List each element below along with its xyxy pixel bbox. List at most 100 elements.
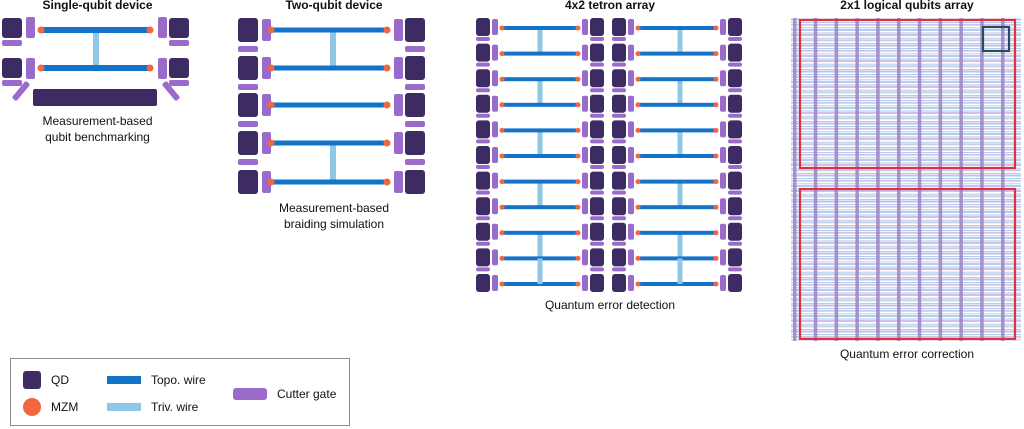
quantum-dot <box>590 222 604 241</box>
quantum-dot <box>238 56 258 80</box>
cutter-gate <box>728 190 742 195</box>
topo-wire <box>502 128 578 133</box>
mzm <box>635 127 641 133</box>
panel-caption-single-qubit: Measurement-based qubit benchmarking <box>0 113 195 145</box>
cutter-gate <box>492 223 498 240</box>
cutter-gate <box>612 190 626 195</box>
triv-wire <box>677 28 683 54</box>
quantum-dot-readout <box>33 89 157 106</box>
mzm <box>635 230 641 236</box>
quantum-dot <box>405 170 425 194</box>
quantum-dot-column <box>793 18 797 341</box>
mzm <box>499 204 505 210</box>
cutter-gate <box>162 81 180 101</box>
cutter-gate <box>12 81 30 101</box>
quantum-dot <box>612 43 626 62</box>
quantum-dot <box>728 94 742 113</box>
quantum-dot <box>612 18 626 36</box>
cutter-gate <box>728 113 742 118</box>
topo-wire <box>638 128 716 133</box>
mzm <box>575 127 581 133</box>
legend-item-triv: Triv. wire <box>107 400 198 414</box>
cutter-gate <box>720 275 726 291</box>
mzm <box>499 153 505 159</box>
quantum-dot <box>476 94 490 113</box>
quantum-dot <box>728 18 742 36</box>
panel-caption-two-qubit: Measurement-based braiding simulation <box>236 200 432 232</box>
cutter-gate <box>582 19 588 35</box>
panel-caption-tetron-array: Quantum error detection <box>475 297 745 313</box>
mzm <box>713 25 719 31</box>
cutter-gate <box>590 216 604 221</box>
cutter-gate <box>612 88 626 93</box>
quantum-dot <box>405 93 425 117</box>
quantum-dot <box>590 94 604 113</box>
quantum-dot <box>590 120 604 139</box>
mzm <box>635 25 641 31</box>
quantum-dot <box>612 248 626 267</box>
cutter-gate <box>476 190 490 195</box>
cutter-gate <box>590 190 604 195</box>
cutter-gate <box>476 37 490 41</box>
cutter-gate <box>728 216 742 221</box>
mzm <box>37 26 45 34</box>
cutter-gate <box>590 241 604 246</box>
cutter-gate <box>262 94 271 116</box>
cutter-gate <box>628 121 634 138</box>
mzm <box>383 64 391 72</box>
quantum-dot <box>612 222 626 241</box>
mzm <box>267 26 275 34</box>
cutter-gate <box>405 84 425 90</box>
triv-wire <box>677 258 683 284</box>
cutter-gate <box>720 223 726 240</box>
cutter-gate <box>405 159 425 165</box>
triv-wire-swatch-icon <box>107 403 141 411</box>
triv-wire <box>537 232 543 259</box>
topo-wire <box>41 65 150 71</box>
caption-line: Measurement-based <box>42 114 153 128</box>
cutter-gate <box>628 147 634 163</box>
quantum-dot <box>728 274 742 292</box>
cutter-gate <box>628 44 634 61</box>
cutter-gate <box>2 80 22 86</box>
quantum-dot-column <box>876 18 880 341</box>
cutter-gate <box>476 88 490 93</box>
topo-wire <box>638 205 716 210</box>
cutter-gate <box>262 132 271 154</box>
mzm <box>713 179 719 185</box>
quantum-dot <box>728 43 742 62</box>
quantum-dot <box>590 43 604 62</box>
mzm <box>267 178 275 186</box>
topo-wire <box>502 230 578 235</box>
triv-wire <box>537 28 543 54</box>
cutter-gate <box>612 267 626 272</box>
legend-item-mzm: MZM <box>23 398 78 416</box>
cutter-gate <box>394 132 403 154</box>
mzm <box>575 153 581 159</box>
cutter-gate <box>2 40 22 46</box>
topo-wire <box>502 77 578 82</box>
mzm <box>635 281 641 287</box>
cutter-gate <box>492 95 498 112</box>
quantum-dot <box>590 69 604 88</box>
mzm <box>383 101 391 109</box>
quantum-dot <box>612 146 626 164</box>
cutter-gate <box>169 80 189 86</box>
quantum-dot <box>728 248 742 267</box>
mzm <box>267 64 275 72</box>
mzm <box>635 102 641 108</box>
triv-wire <box>537 79 543 105</box>
legend-item-topo: Topo. wire <box>107 373 206 387</box>
quantum-dot <box>169 18 189 38</box>
triv-wire <box>330 31 336 68</box>
cutter-gate <box>590 165 604 169</box>
cutter-gate <box>26 17 35 38</box>
cutter-gate <box>492 249 498 266</box>
quantum-dot <box>728 171 742 190</box>
mzm <box>37 64 45 72</box>
quantum-dot <box>612 94 626 113</box>
mzm <box>713 127 719 133</box>
cutter-gate <box>492 275 498 291</box>
topo-wire <box>502 26 578 30</box>
quantum-dot <box>476 222 490 241</box>
